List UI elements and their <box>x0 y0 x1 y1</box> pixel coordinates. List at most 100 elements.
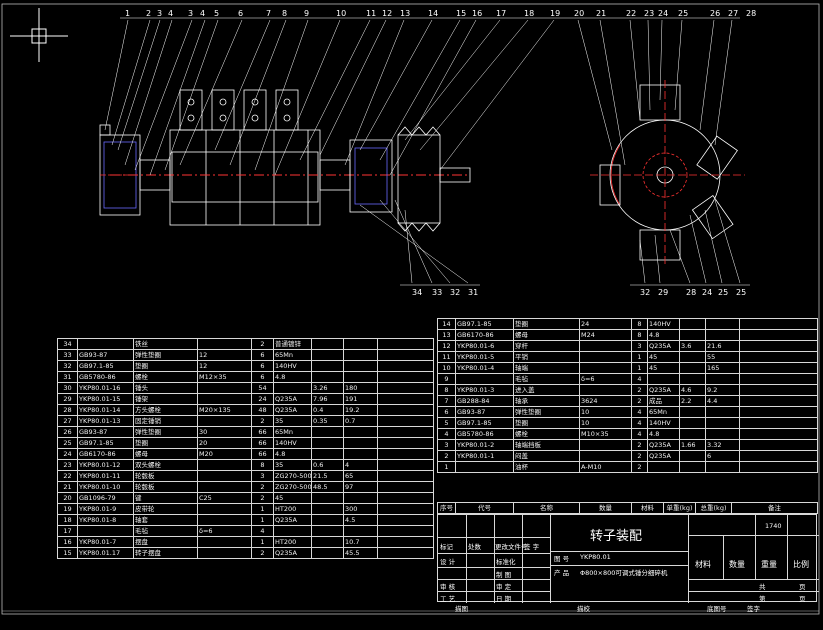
table-cell: δ=6 <box>197 525 252 537</box>
draw-label: 制 图 <box>496 571 512 579</box>
table-cell <box>705 406 740 418</box>
sheet-total-label: 共 <box>759 583 766 591</box>
callout-number: 4 <box>200 9 205 18</box>
table-cell: 4 <box>437 428 456 440</box>
table-cell: 34 <box>57 338 78 350</box>
table-cell: 25 <box>57 437 78 449</box>
table-cell <box>679 318 706 330</box>
table-cell: 1 <box>631 362 648 374</box>
table-cell: 9 <box>437 373 456 385</box>
approve-label: 审 定 <box>496 583 512 591</box>
count-label: 处数 <box>468 543 481 551</box>
table-cell: 5 <box>437 417 456 429</box>
table-cell: 穿杆 <box>513 340 580 352</box>
table-cell <box>579 450 632 462</box>
table-cell <box>197 459 252 471</box>
table-cell: 48.5 <box>311 481 344 493</box>
callout-number: 28 <box>746 9 756 18</box>
table-cell: 48 <box>251 404 274 416</box>
table-cell: M20 <box>197 448 252 460</box>
table-cell <box>311 437 344 449</box>
table-cell: 0.35 <box>311 415 344 427</box>
table-cell: 140HV <box>273 360 312 372</box>
table-cell: 22 <box>57 470 78 482</box>
table-cell <box>739 373 818 385</box>
table-cell: 2 <box>251 481 274 493</box>
table-cell: 轮毂板 <box>133 470 198 482</box>
callout-number: 25 <box>736 288 746 297</box>
table-cell: Q235A <box>273 514 312 526</box>
table-cell <box>377 437 434 449</box>
table-cell: 轮毂板 <box>133 481 198 493</box>
table-cell: 2.2 <box>679 395 706 407</box>
table-cell: GB6170-86 <box>77 448 134 460</box>
table-cell: 1.66 <box>679 439 706 451</box>
table-cell: ZG270-500 <box>273 470 312 482</box>
table-cell <box>739 395 818 407</box>
table-cell: 4 <box>343 459 378 471</box>
table-cell: 皮带轮 <box>133 503 198 515</box>
table-cell: YKP80.01-15 <box>77 393 134 405</box>
footer-sign-label: 签字 <box>747 605 760 613</box>
table-cell <box>377 360 434 372</box>
table-cell <box>311 503 344 515</box>
table-cell: 垫圈 <box>513 417 580 429</box>
table-cell: 4.6 <box>679 384 706 396</box>
table-cell: 摆盘 <box>133 536 198 548</box>
table-cell <box>311 514 344 526</box>
table-cell: 21 <box>57 481 78 493</box>
table-cell: GB93-87 <box>77 426 134 438</box>
table-cell: 成品 <box>647 395 680 407</box>
table-cell: 65Mn <box>647 406 680 418</box>
table-cell: YKP80.01-9 <box>77 503 134 515</box>
footer-check-label: 描校 <box>577 605 590 613</box>
table-cell <box>377 382 434 394</box>
weight-label: 重量 <box>761 560 777 569</box>
table-cell: 180 <box>343 382 378 394</box>
table-cell <box>343 338 378 350</box>
table-cell: 12 <box>197 349 252 361</box>
table-cell <box>197 536 252 548</box>
sheet-unit-label-2: 页 <box>799 595 806 603</box>
table-cell: 28 <box>57 404 78 416</box>
table-cell: M12×35 <box>197 371 252 383</box>
table-cell: 45 <box>273 492 312 504</box>
date-label: 日 期 <box>496 595 512 603</box>
header-unit-weight: 单重(kg) <box>663 502 696 514</box>
table-cell <box>311 448 344 460</box>
table-cell: 毛毡 <box>513 373 580 385</box>
table-cell: 0.6 <box>311 459 344 471</box>
sign-label: 签 字 <box>524 543 540 551</box>
table-cell <box>739 450 818 462</box>
table-cell: Q235A <box>273 547 312 559</box>
header-name: 名称 <box>513 502 580 514</box>
table-cell: 双头螺栓 <box>133 459 198 471</box>
table-cell: GB97.1-85 <box>455 417 514 429</box>
table-cell: 垫圈 <box>133 437 198 449</box>
table-cell: YKP80.01-8 <box>77 514 134 526</box>
table-cell: 16 <box>57 536 78 548</box>
table-cell: 11 <box>437 351 456 363</box>
sheet-unit-label: 页 <box>799 583 806 591</box>
table-cell <box>343 371 378 383</box>
table-cell: 1 <box>631 351 648 363</box>
top-callouts: 1 2 3 4 3 4 5 6 7 8 9 10 11 12 13 14 15 … <box>125 9 756 18</box>
table-cell: 45 <box>647 362 680 374</box>
table-cell: 32 <box>57 360 78 372</box>
table-cell: 0.4 <box>311 404 344 416</box>
callout-number: 12 <box>382 9 392 18</box>
table-cell <box>197 393 252 405</box>
table-cell <box>311 349 344 361</box>
table-cell: 1 <box>251 514 274 526</box>
table-cell: 2 <box>251 415 274 427</box>
table-cell <box>343 349 378 361</box>
